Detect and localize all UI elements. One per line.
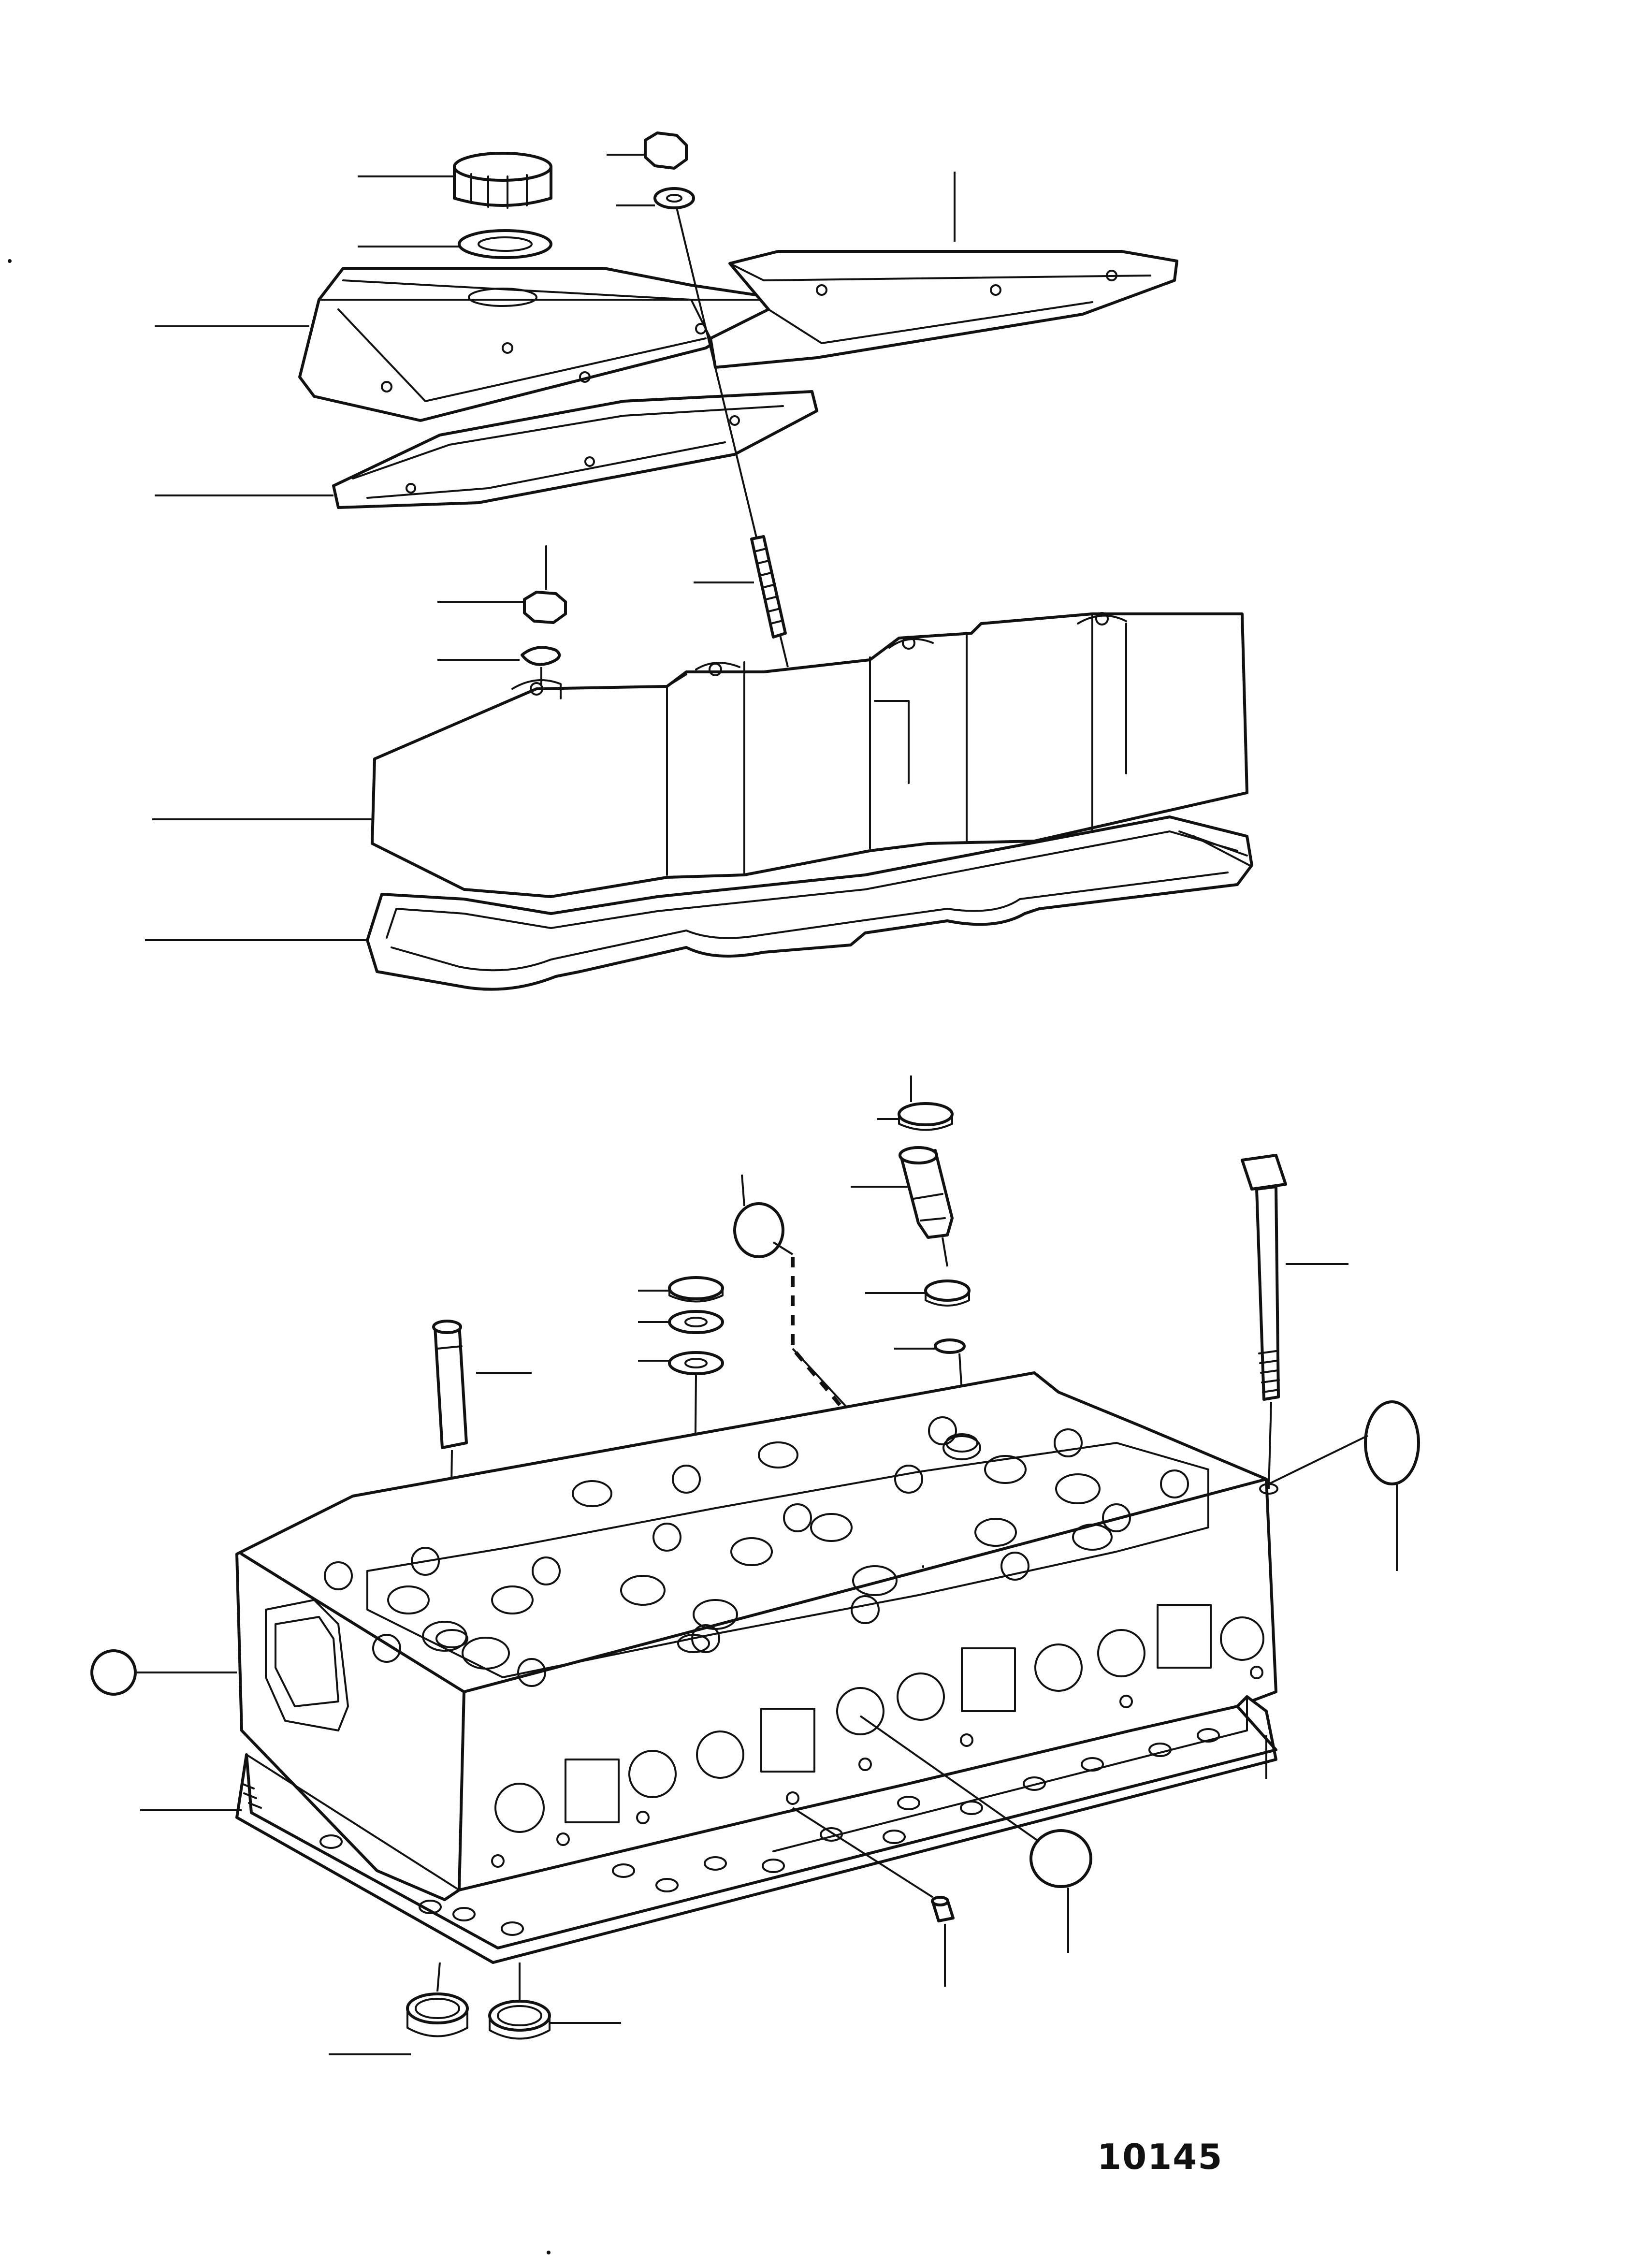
rocker-cover (152, 612, 1248, 898)
washer (616, 187, 695, 209)
lock-washer (437, 646, 561, 686)
head-gasket (140, 1695, 1277, 1964)
dashed-connector (791, 1257, 845, 1410)
figure-number: 10145 (1097, 2137, 1223, 2177)
filler-cap (358, 152, 552, 209)
nozzle-sleeve-ring (865, 1279, 971, 1307)
valve-seat-ring-2 (488, 1963, 621, 2040)
stud (694, 535, 787, 639)
valve-seat-ring (329, 1962, 469, 2055)
nozzle-sleeve (851, 1146, 954, 1267)
sealing-plug-top (733, 1174, 794, 1258)
nut (607, 131, 688, 170)
dowel-pin (792, 1807, 955, 1987)
core-plug-side (859, 1715, 1092, 1953)
filler-cap-seal (358, 229, 552, 259)
cylinder-head (235, 1371, 1278, 1901)
core-plug-rear (1268, 1400, 1420, 1571)
connector-line (792, 1348, 852, 1412)
core-plug-front (90, 1649, 237, 1696)
scan-marks (8, 259, 924, 2254)
cover-gasket-upper (155, 390, 818, 509)
nut-lower (437, 546, 567, 624)
rocker-cover-gasket (145, 815, 1253, 991)
valve-cover-section-rear (709, 172, 1178, 369)
nozzle-sleeve-seal-top (877, 1076, 954, 1131)
cylinder-head-bolt (1241, 1154, 1348, 1489)
